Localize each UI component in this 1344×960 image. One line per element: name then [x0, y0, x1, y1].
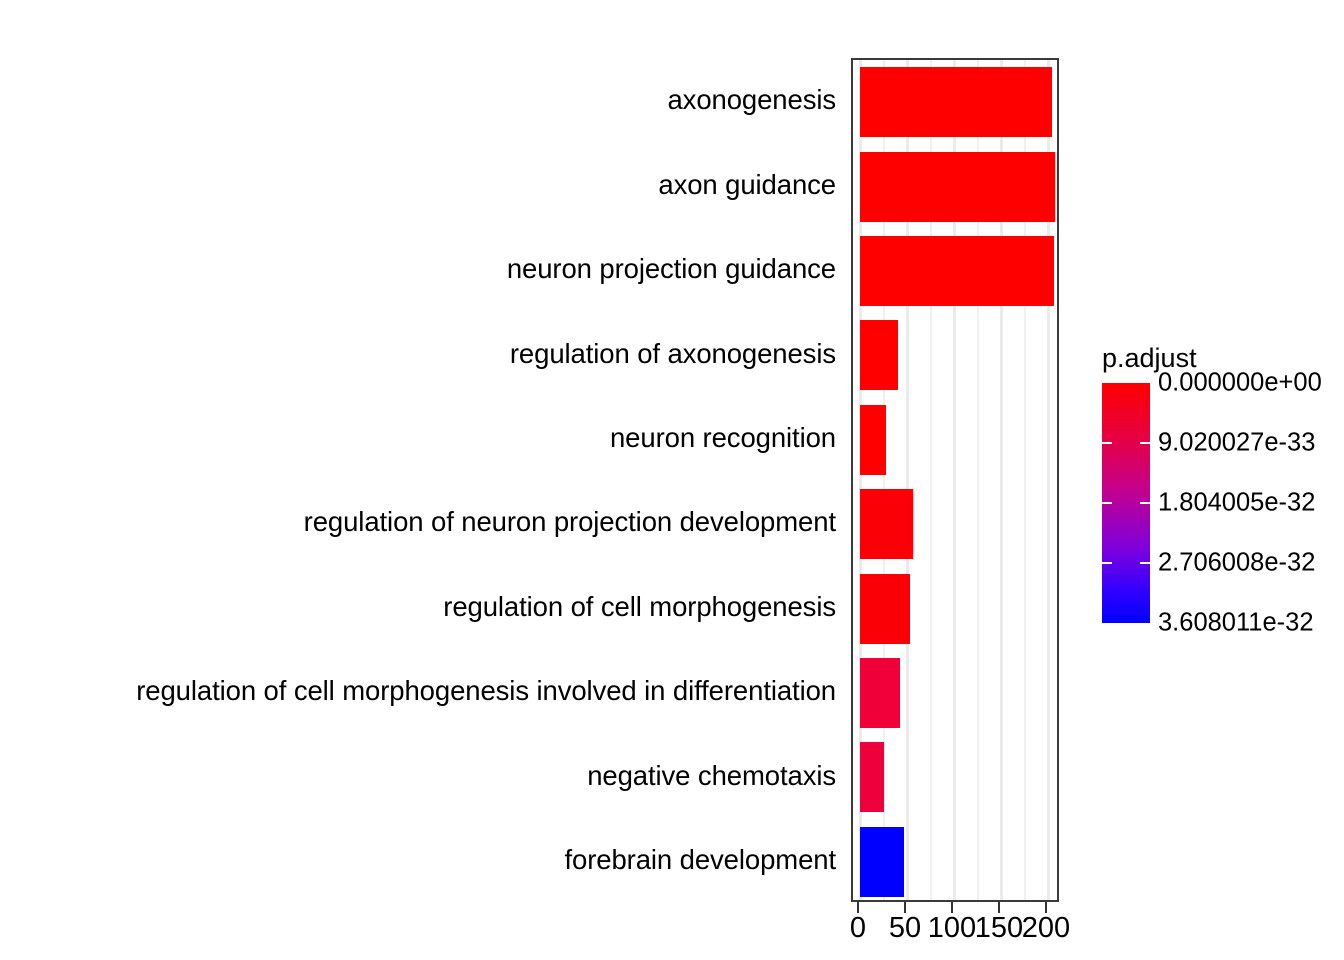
y-axis-tick-label: neuron projection guidance [506, 253, 836, 285]
bar[interactable] [860, 826, 905, 897]
y-axis-tick-label: axon guidance [658, 168, 836, 200]
colorbar-tick [1140, 441, 1150, 445]
y-axis-label-row: negative chemotaxis [0, 733, 836, 817]
y-axis-tick-label: regulation of cell morphogenesis involve… [136, 675, 836, 707]
x-axis-tick-mark [997, 902, 1001, 913]
colorbar-tick [1102, 441, 1112, 445]
x-axis-tick-mark [950, 902, 954, 913]
gridline-major [1046, 60, 1050, 900]
x-axis-tick-mark [903, 902, 907, 913]
colorbar-tick [1140, 561, 1150, 565]
y-axis-tick-label: axonogenesis [667, 84, 836, 116]
y-axis-tick-label: regulation of axonogenesis [509, 337, 836, 369]
gridline-minor [929, 60, 932, 900]
x-axis-tick-mark [1044, 902, 1048, 913]
bar[interactable] [860, 404, 887, 475]
legend-tick-label: 9.020027e-33 [1158, 428, 1316, 457]
legend-colorbar [1102, 383, 1150, 623]
bar[interactable] [860, 658, 901, 728]
y-axis-label-row: axonogenesis [0, 58, 836, 142]
y-axis-label-row: regulation of cell morphogenesis [0, 564, 836, 648]
gridline-minor [882, 60, 885, 900]
gridline-minor [976, 60, 979, 900]
bar[interactable] [860, 236, 1054, 306]
x-axis-tick-label: 200 [1021, 912, 1071, 944]
gridline-major [952, 60, 956, 900]
y-axis-tick-label: regulation of neuron projection developm… [303, 506, 836, 538]
legend: p.adjust 0.000000e+00 9.020027e-33 1.80400… [1100, 345, 1344, 645]
bar[interactable] [860, 489, 913, 560]
gridline-major [858, 60, 862, 900]
colorbar-tick [1102, 561, 1112, 565]
y-axis-tick-label: forebrain development [564, 844, 836, 876]
bar[interactable] [860, 320, 898, 391]
x-axis-tick-label: 50 [888, 912, 922, 944]
colorbar-tick [1140, 501, 1150, 505]
y-axis-label-row: neuron projection guidance [0, 227, 836, 311]
y-axis-label-row: regulation of neuron projection developm… [0, 480, 836, 564]
y-axis-tick-label: regulation of cell morphogenesis [443, 590, 836, 622]
x-axis-tick-label: 100 [927, 912, 977, 944]
bar[interactable] [860, 742, 884, 813]
gridline-major [999, 60, 1003, 900]
x-axis-tick-label: 150 [974, 912, 1024, 944]
y-axis-tick-label: negative chemotaxis [587, 759, 836, 791]
bar[interactable] [860, 67, 1052, 138]
y-axis-label-row: axon guidance [0, 142, 836, 226]
plot-panel [851, 58, 1059, 902]
legend-title: p.adjust [1102, 343, 1197, 373]
x-axis-tick-label: 0 [849, 912, 867, 944]
bar[interactable] [860, 151, 1055, 222]
legend-tick-label: 2.706008e-32 [1158, 548, 1316, 577]
y-axis-label-row: regulation of cell morphogenesis involve… [0, 649, 836, 733]
legend-tick-label: 1.804005e-32 [1158, 488, 1316, 517]
y-axis-tick-label: neuron recognition [609, 422, 836, 454]
colorbar-tick [1102, 501, 1112, 505]
x-axis-tick-mark [856, 902, 860, 913]
y-axis-label-row: regulation of axonogenesis [0, 311, 836, 395]
y-axis-labels: axonogenesis axon guidance neuron projecti… [0, 58, 836, 902]
y-axis-label-row: forebrain development [0, 818, 836, 902]
gridline-minor [1023, 60, 1026, 900]
y-axis-label-row: neuron recognition [0, 396, 836, 480]
legend-tick-label: 3.608011e-32 [1158, 608, 1314, 637]
legend-tick-label: 0.000000e+00 [1158, 368, 1322, 397]
bar[interactable] [860, 573, 910, 644]
gridline-major [905, 60, 909, 900]
